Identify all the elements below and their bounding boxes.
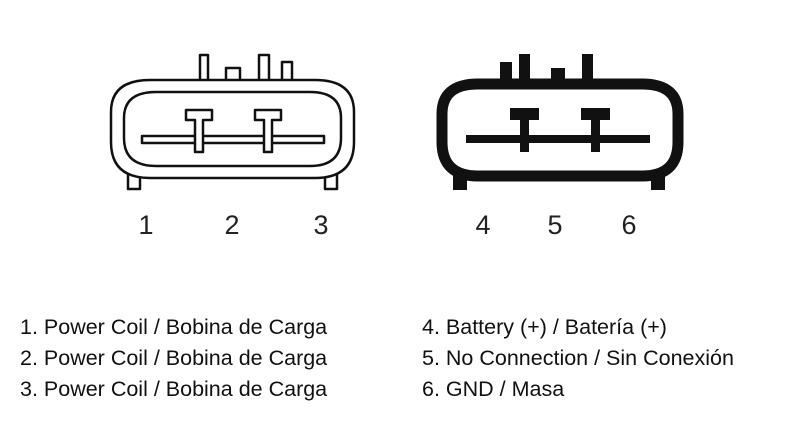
connector-left-body [109,78,356,180]
pin-number-5: 5 [547,210,563,240]
legend-item: 6. GND / Masa [422,377,565,401]
connector-left-terminal [253,108,283,154]
connector-right-tab [519,54,530,84]
legend-item: 5. No Connection / Sin Conexión [422,346,734,370]
legend-right: 4. Battery (+) / Batería (+) 5. No Conne… [422,312,734,405]
legend-left: 1. Power Coil / Bobina de Carga 2. Power… [20,312,327,405]
connector-right [436,54,684,190]
legend-item: 1. Power Coil / Bobina de Carga [20,315,328,339]
connector-diagram [109,53,684,191]
connector-right-terminal [581,108,610,152]
pin-number-3: 3 [313,210,329,240]
legend-item: 2. Power Coil / Bobina de Carga [20,346,328,370]
pin-number-1: 1 [138,210,154,240]
connector-left [109,53,356,191]
connector-left-rim [122,90,343,168]
connector-right-tab [582,54,593,84]
connector-left-terminal-bar [140,134,326,145]
connector-left-tab [257,53,271,83]
pin-number-6: 6 [621,210,637,240]
legend-item: 3. Power Coil / Bobina de Carga [20,377,328,401]
connector-left-tab [198,53,210,83]
connector-left-tab [280,60,294,83]
legend-item: 4. Battery (+) / Batería (+) [422,315,667,339]
pin-number-2: 2 [224,210,240,240]
connector-right-terminal-bar [466,135,650,143]
connector-right-terminal [510,108,539,152]
pin-number-4: 4 [475,210,491,240]
connector-left-terminal [184,108,214,154]
connector-right-body [436,78,684,182]
